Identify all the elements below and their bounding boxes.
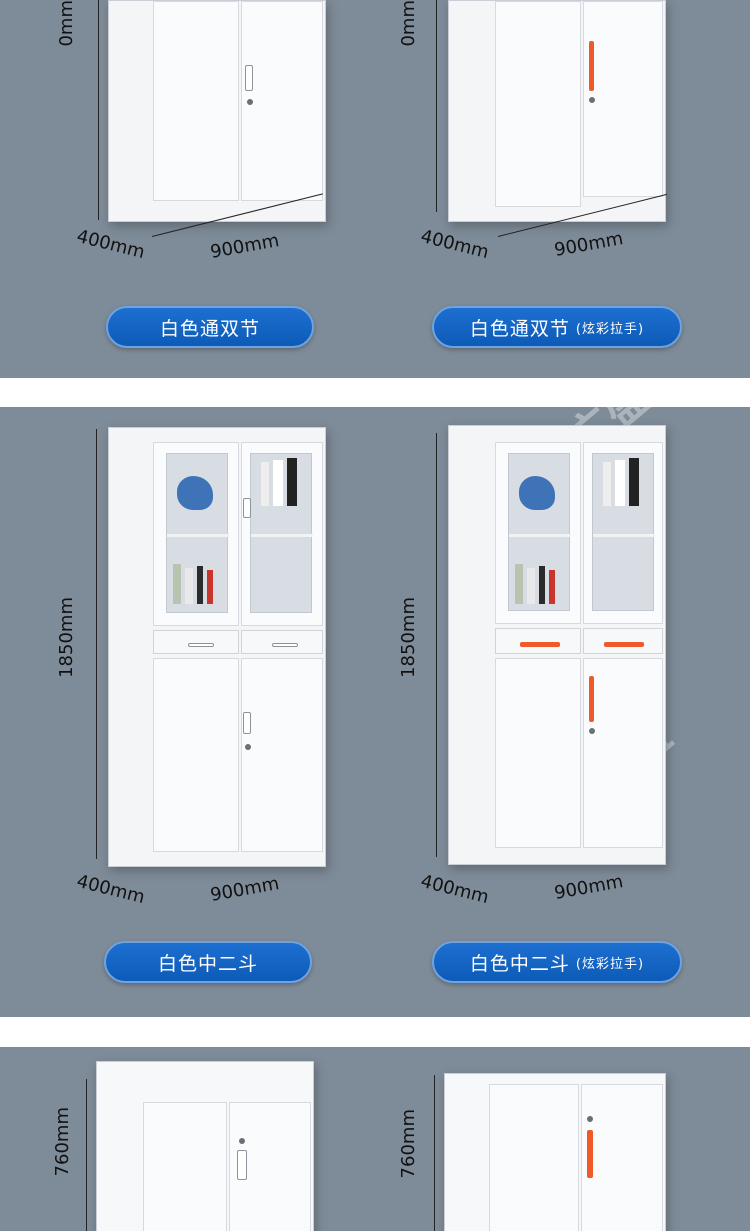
product-label: 白色中二斗: [157, 952, 258, 975]
drawer-left: [495, 628, 581, 654]
height-dimension-line: [86, 1079, 87, 1231]
depth-label: 400mm: [418, 225, 491, 264]
cabinet-3: [108, 427, 326, 867]
product-label: 白色通双节: [469, 317, 570, 340]
drawer-right: [241, 630, 323, 654]
glass-door-right: [241, 442, 323, 626]
door-handle: [237, 1150, 247, 1180]
product-section-2: 鑫广盛 鑫广盛 鑫广盛 1850mm: [0, 407, 750, 1017]
cabinet-door-right: [241, 1, 323, 201]
width-label: 900mm: [552, 228, 625, 261]
door-lock: [239, 1138, 245, 1144]
cabinet-door-right: [583, 1, 663, 197]
cabinet-door-left: [495, 1, 581, 207]
bird-figurine: [519, 476, 555, 510]
product-sublabel: (炫彩拉手): [575, 321, 645, 337]
cabinet-2: [448, 0, 666, 222]
cabinet-door-right: [583, 658, 663, 848]
color-door-handle: [587, 1130, 593, 1178]
product-section-3: 760mm 760mm: [0, 1047, 750, 1231]
book: [207, 570, 213, 604]
height-label: 760mm: [398, 1109, 419, 1179]
door-handle: [245, 65, 253, 91]
door-lock: [589, 97, 595, 103]
book: [515, 564, 523, 604]
cabinet-door-right: [581, 1084, 663, 1231]
book: [261, 462, 269, 506]
book: [629, 458, 639, 506]
product-label-pill[interactable]: 白色通双节: [106, 306, 314, 348]
product-label-pill[interactable]: 白色中二斗 (炫彩拉手): [432, 941, 682, 983]
cabinet-door-right: [241, 658, 323, 852]
glass-panel: [250, 453, 313, 613]
shelf: [509, 534, 571, 537]
bird-figurine: [177, 476, 213, 510]
glass-door-left: [495, 442, 581, 624]
book: [173, 564, 181, 604]
product-section-1: 0mm 400mm 900mm 白色通双节 0mm 400mm 900mm 白色…: [0, 0, 750, 378]
depth-label: 400mm: [74, 225, 147, 264]
drawer-handle: [272, 643, 298, 647]
book: [527, 568, 535, 604]
product-label: 白色通双节: [159, 317, 260, 340]
height-dimension-line: [436, 433, 437, 857]
door-handle: [243, 712, 251, 734]
book: [615, 460, 625, 506]
book: [197, 566, 203, 604]
height-dimension-line: [96, 429, 97, 859]
cabinet-1: [108, 0, 326, 222]
door-lock: [247, 99, 253, 105]
cabinet-4: [448, 425, 666, 865]
product-label: 白色中二斗: [469, 952, 570, 975]
color-drawer-handle: [604, 642, 644, 647]
color-door-handle: [589, 676, 594, 722]
cabinet-6: [444, 1073, 666, 1231]
product-label-pill[interactable]: 白色中二斗: [104, 941, 312, 983]
door-lock: [589, 728, 595, 734]
glass-door-right: [583, 442, 663, 624]
height-dimension-line: [436, 0, 437, 212]
height-label: 1850mm: [56, 597, 77, 678]
cabinet-door-left: [153, 1, 239, 201]
height-label-cut: 0mm: [56, 0, 77, 47]
book: [549, 570, 555, 604]
height-dimension-line: [98, 0, 99, 220]
height-label: 1850mm: [398, 597, 419, 678]
book: [287, 458, 297, 506]
drawer-handle: [188, 643, 214, 647]
color-drawer-handle: [520, 642, 560, 647]
product-label-pill[interactable]: 白色通双节 (炫彩拉手): [432, 306, 682, 348]
drawer-right: [583, 628, 663, 654]
glass-panel: [508, 453, 571, 611]
book: [273, 460, 283, 506]
glass-panel: [592, 453, 655, 611]
glass-door-left: [153, 442, 239, 626]
book: [603, 462, 611, 506]
shelf: [251, 534, 313, 537]
depth-label: 400mm: [418, 870, 491, 909]
height-label: 760mm: [52, 1107, 73, 1177]
shelf: [593, 534, 655, 537]
cabinet-door-left: [143, 1102, 227, 1231]
book: [539, 566, 545, 604]
cabinet-5: [96, 1061, 314, 1231]
width-label: 900mm: [552, 871, 625, 904]
height-dimension-line: [434, 1075, 435, 1231]
width-label: 900mm: [208, 873, 281, 906]
product-sublabel: (炫彩拉手): [575, 956, 645, 972]
glass-panel: [166, 453, 229, 613]
cabinet-door-left: [495, 658, 581, 848]
book: [185, 568, 193, 604]
door-handle: [243, 498, 251, 518]
height-label-cut: 0mm: [398, 0, 419, 47]
door-lock: [587, 1116, 593, 1122]
door-lock: [245, 744, 251, 750]
shelf: [167, 534, 229, 537]
cabinet-door-left: [153, 658, 239, 852]
depth-label: 400mm: [74, 870, 147, 909]
drawer-left: [153, 630, 239, 654]
color-door-handle: [589, 41, 594, 91]
cabinet-door-left: [489, 1084, 579, 1231]
width-label: 900mm: [208, 230, 281, 263]
